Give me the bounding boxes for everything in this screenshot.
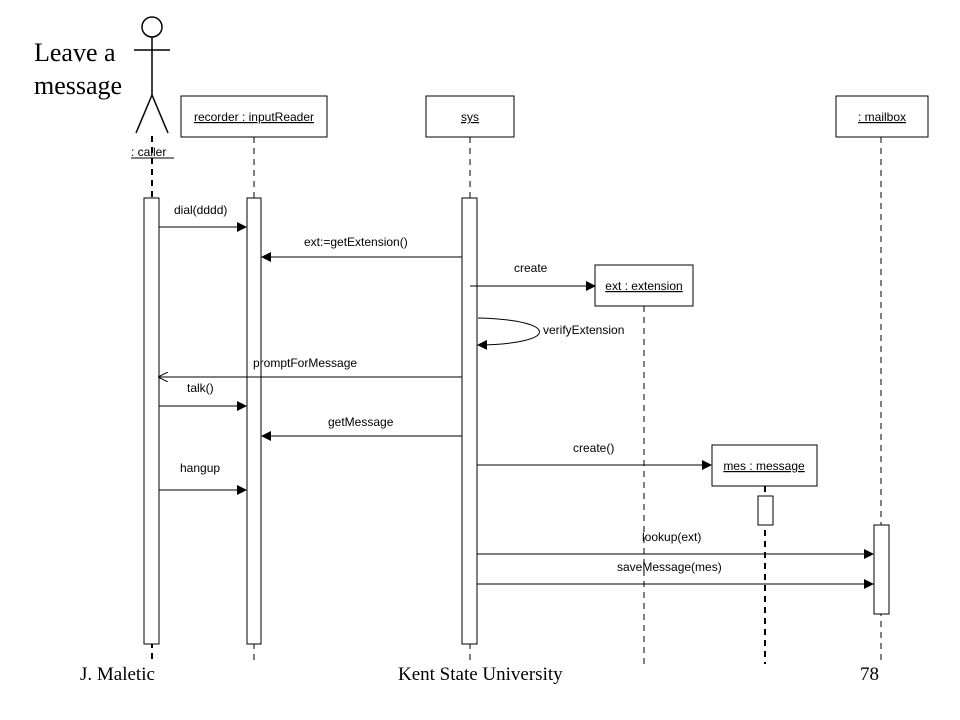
caller-actor-label: : caller bbox=[131, 145, 166, 159]
sys-object-box bbox=[425, 95, 515, 138]
prompt-for-message-label: promptForMessage bbox=[253, 356, 357, 370]
get-extension-message-label: ext:=getExtension() bbox=[304, 235, 408, 249]
footer-page-number: 78 bbox=[860, 664, 879, 685]
mailbox-activation-bar bbox=[873, 524, 890, 615]
recorder-object-box bbox=[180, 95, 328, 138]
get-message-label: getMessage bbox=[328, 415, 394, 429]
recorder-activation-bar bbox=[246, 197, 262, 645]
extension-object-box bbox=[594, 264, 694, 307]
sys-activation-bar bbox=[461, 197, 478, 645]
mailbox-object-box bbox=[835, 95, 929, 138]
save-message-label: saveMessage(mes) bbox=[617, 560, 722, 574]
create-message-label: create() bbox=[573, 441, 614, 455]
caller-activation-bar bbox=[143, 197, 160, 645]
create-extension-message-label: create bbox=[514, 261, 548, 275]
lookup-message-label: lookup(ext) bbox=[642, 530, 701, 544]
message-object-box bbox=[711, 444, 818, 487]
verify-extension-message-label: verifyExtension bbox=[543, 323, 624, 337]
sys-object-label: sys bbox=[461, 110, 479, 124]
slide-title-line-2: message bbox=[34, 71, 123, 100]
caller-actor-icon bbox=[134, 16, 170, 134]
slide-title-line-1: Leave a bbox=[34, 38, 116, 67]
dial-message-label: dial(dddd) bbox=[174, 203, 227, 217]
message-object-label: mes : message bbox=[723, 459, 805, 473]
message-activation-bar bbox=[757, 495, 774, 526]
slide-title: Leave a message bbox=[34, 36, 122, 102]
verify-extension-self-message-arrow bbox=[477, 317, 540, 350]
mailbox-object-label: : mailbox bbox=[858, 110, 906, 124]
footer-author: J. Maletic bbox=[80, 664, 155, 685]
talk-message-label: talk() bbox=[187, 381, 214, 395]
recorder-object-label: recorder : inputReader bbox=[194, 110, 314, 124]
hangup-message-label: hangup bbox=[180, 461, 220, 475]
footer-institution: Kent State University bbox=[398, 664, 563, 685]
extension-object-label: ext : extension bbox=[605, 279, 682, 293]
